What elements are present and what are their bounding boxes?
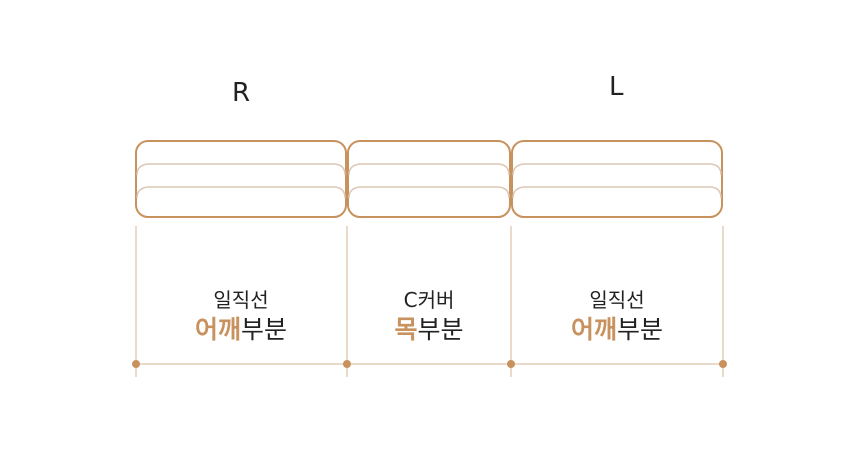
section-part: 어깨부분 (141, 313, 341, 347)
module-outline (511, 140, 723, 218)
measure-dot-1 (132, 360, 140, 368)
measure-dot-4 (719, 360, 727, 368)
cushion-line-lower (348, 186, 510, 199)
part-highlight: 목 (394, 315, 418, 344)
section-type: 일직선 (213, 288, 269, 312)
label-l: L (609, 72, 624, 102)
part-rest: 부분 (241, 315, 288, 344)
cushion-line-lower (512, 186, 722, 199)
section-part: 목부분 (329, 313, 529, 347)
part-highlight: 어깨 (194, 315, 241, 344)
measure-dot-3 (507, 360, 515, 368)
part-rest: 부분 (417, 315, 464, 344)
cushion-line-upper (136, 163, 346, 176)
part-highlight: 어깨 (570, 315, 617, 344)
cushion-line-upper (348, 163, 510, 176)
module-outline (347, 140, 511, 218)
part-rest: 부분 (617, 315, 664, 344)
cushion-line-upper (512, 163, 722, 176)
sofa-module-right (511, 140, 723, 218)
section-type: 일직선 (589, 288, 645, 312)
section-part: 어깨부분 (517, 313, 717, 347)
sofa-module-middle (347, 140, 511, 218)
section-type: C커버 (403, 288, 455, 312)
section-caption-right: 일직선 어깨부분 (517, 287, 717, 347)
cushion-line-lower (136, 186, 346, 199)
label-r: R (232, 78, 251, 108)
section-caption-middle: C커버 목부분 (329, 287, 529, 347)
module-outline (135, 140, 347, 218)
section-caption-left: 일직선 어깨부분 (141, 287, 341, 347)
measure-dot-2 (343, 360, 351, 368)
sofa-module-left (135, 140, 347, 218)
